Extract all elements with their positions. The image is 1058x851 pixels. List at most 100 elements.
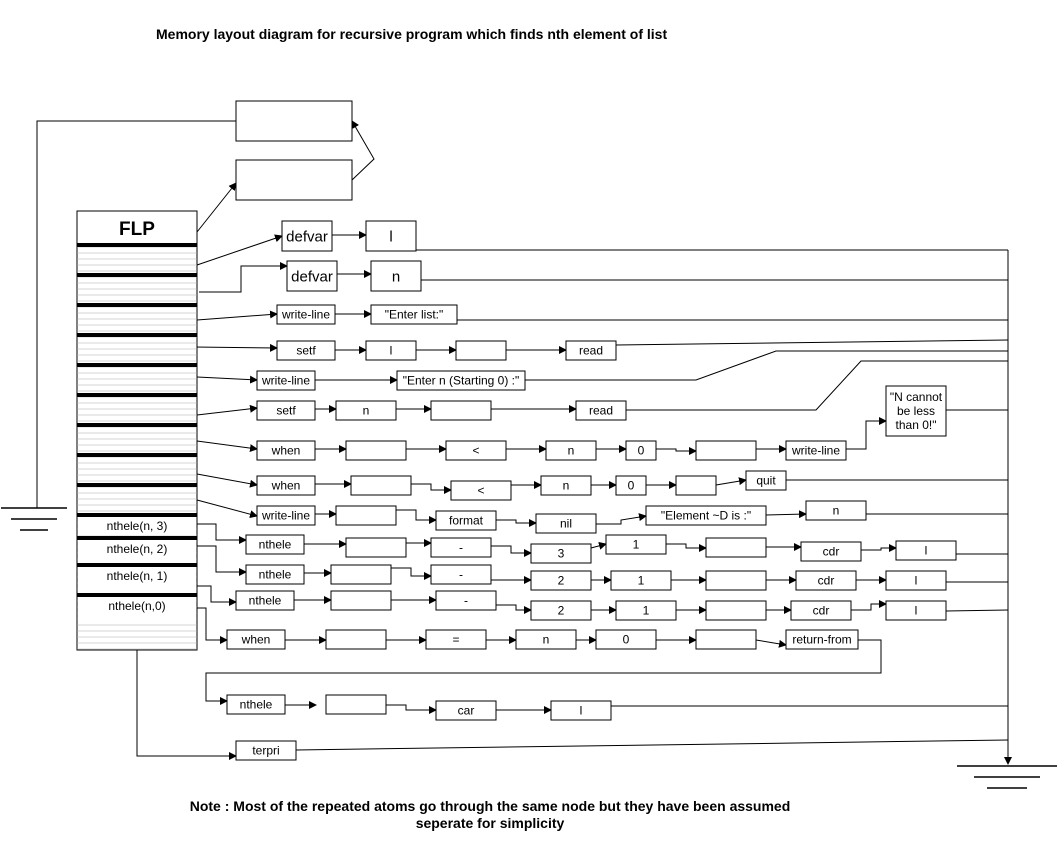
node-box — [235, 100, 353, 142]
list-end-wire — [295, 739, 1009, 751]
connector-lines — [36, 120, 1012, 765]
node-label: setf — [276, 404, 296, 418]
connector-arrow — [186, 523, 247, 544]
node-box — [895, 540, 957, 561]
stack-divider — [77, 423, 197, 427]
list-end-wire — [945, 609, 1009, 612]
node-label: when — [271, 444, 301, 458]
stack-frame-label: nthele(n, 3) — [107, 519, 168, 533]
flp-header — [78, 212, 196, 243]
node-box — [455, 340, 507, 361]
node-box — [235, 740, 297, 761]
node-label: nil — [560, 517, 572, 531]
stack-divider — [77, 453, 197, 457]
node-label: terpri — [252, 744, 279, 758]
node-box — [226, 694, 286, 715]
stack-divider — [77, 333, 197, 337]
node-box — [540, 475, 592, 496]
node-label: cdr — [818, 574, 835, 588]
flp-label: FLP — [119, 219, 155, 240]
connector-arrow — [196, 310, 278, 321]
node-box — [330, 564, 392, 585]
node-box — [281, 220, 333, 252]
node-label: = — [452, 633, 459, 647]
node-label: "Element ~D is :" — [661, 509, 751, 523]
node-box — [256, 440, 316, 461]
node-box — [645, 505, 767, 526]
node-box — [605, 534, 667, 555]
node-label: write-line — [261, 509, 310, 523]
node-label: - — [464, 594, 468, 608]
connector-arrow — [715, 477, 747, 486]
node-boxes: defvar l defvar n write-line "Enter list:" set… — [226, 100, 957, 761]
node-label: defvar — [286, 228, 328, 245]
node-box — [885, 570, 947, 591]
node-box — [370, 260, 422, 292]
connector-arrow — [386, 704, 437, 714]
connector-arrow — [496, 519, 537, 527]
diagram-note: Note : Most of the repeated atoms go thr… — [180, 798, 800, 832]
node-label: "Enter n (Starting 0) :" — [403, 374, 520, 388]
node-box — [625, 440, 657, 461]
node-box — [515, 629, 577, 650]
node-label: cdr — [823, 545, 840, 559]
ground-wire — [36, 120, 236, 508]
node-box — [785, 440, 847, 461]
node-box — [370, 304, 458, 325]
connector-arrow — [193, 343, 278, 352]
node-label: n — [568, 444, 575, 458]
connector-arrow — [590, 541, 607, 550]
node-box — [565, 340, 617, 361]
note-line-1: Note : Most of the repeated atoms go thr… — [189, 798, 791, 814]
node-label: than 0!" — [896, 418, 937, 432]
node-box — [705, 600, 767, 621]
stack-divider — [77, 363, 197, 367]
connector-arrow — [351, 120, 375, 181]
node-box — [545, 440, 597, 461]
node-label: nthele — [259, 538, 292, 552]
node-box — [325, 694, 387, 715]
node-box — [705, 570, 767, 591]
stack-divider — [77, 513, 197, 517]
stack-frame-label: nthele(n,0) — [108, 599, 165, 613]
node-box — [435, 590, 497, 611]
node-label: "Enter list:" — [385, 308, 444, 322]
connector-arrow — [846, 417, 887, 450]
node-label: l — [915, 604, 918, 618]
connector-arrow — [396, 509, 437, 524]
node-box — [365, 220, 417, 252]
list-end-wire — [525, 350, 1008, 381]
node-label: "N cannot — [890, 390, 943, 404]
node-label: car — [458, 704, 475, 718]
node-label: format — [449, 514, 484, 528]
node-label: defvar — [291, 268, 333, 285]
node-label: when — [271, 479, 301, 493]
node-box — [335, 400, 397, 421]
node-label: nthele — [240, 698, 273, 712]
stack-frame-cell — [78, 517, 196, 535]
node-label: n — [563, 479, 570, 493]
node-label: l — [390, 344, 393, 358]
node-box — [885, 600, 947, 621]
node-box — [535, 513, 597, 534]
ground-symbols — [1, 507, 1057, 789]
node-box — [256, 475, 316, 496]
node-label: 1 — [633, 538, 640, 552]
node-box — [245, 534, 305, 555]
node-box — [256, 400, 316, 421]
node-box — [365, 340, 417, 361]
connector-arrow — [194, 607, 228, 644]
node-box — [396, 370, 526, 391]
node-label: n — [363, 404, 370, 418]
node-label: 0 — [638, 444, 645, 458]
stack-frame-cell — [78, 540, 196, 562]
node-label: nthele — [259, 568, 292, 582]
node-label: read — [589, 404, 613, 418]
stack-divider — [77, 483, 197, 487]
connector-arrow — [656, 447, 697, 455]
node-box — [790, 600, 852, 621]
node-label: nthele — [249, 594, 282, 608]
node-box — [430, 537, 492, 558]
node-box — [695, 440, 757, 461]
